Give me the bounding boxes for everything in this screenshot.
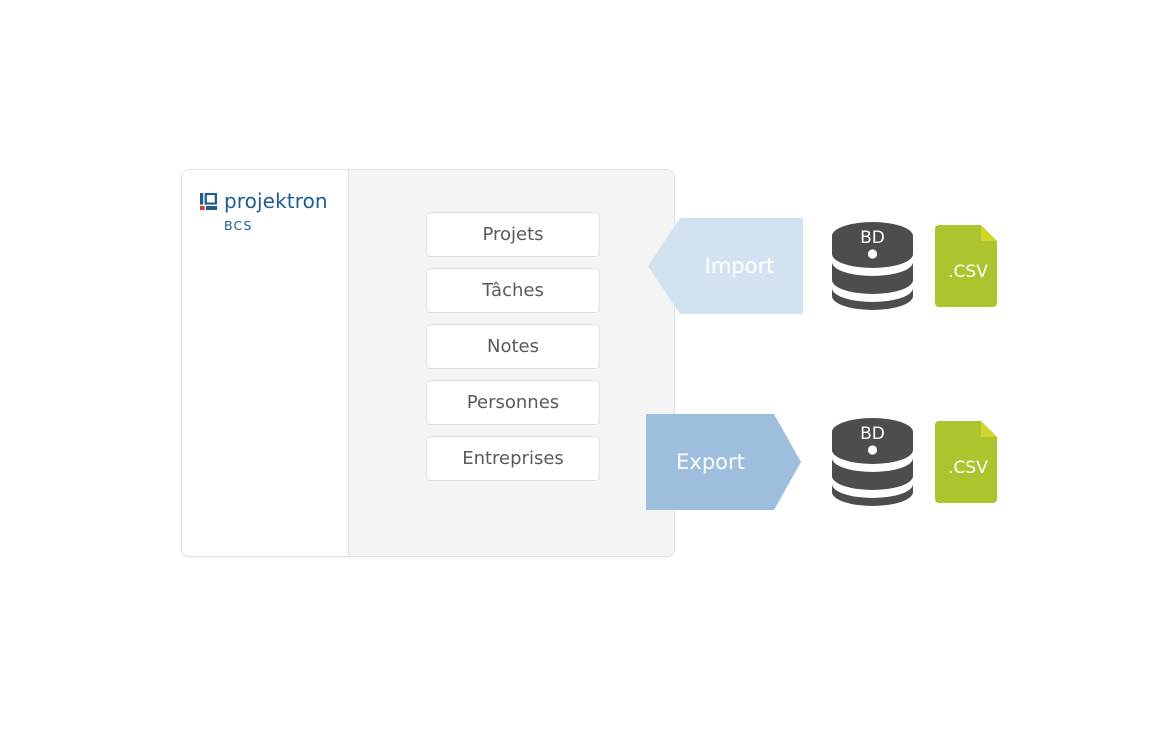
- database-icon: BD: [832, 222, 913, 310]
- csv-file-label: .CSV: [948, 262, 988, 282]
- application-sidebar: projektron BCS: [182, 170, 349, 556]
- brand: projektron BCS: [200, 191, 328, 233]
- entity-button-entreprises[interactable]: Entreprises: [426, 436, 600, 481]
- entity-button-personnes[interactable]: Personnes: [426, 380, 600, 425]
- export-arrow[interactable]: Export: [646, 414, 801, 510]
- brand-row: projektron: [200, 191, 328, 211]
- brand-subtitle: BCS: [224, 218, 253, 233]
- import-arrow-label: Import: [704, 254, 775, 278]
- database-label: BD: [860, 424, 885, 444]
- application-content: Projets Tâches Notes Personnes Entrepris…: [349, 170, 674, 556]
- csv-file-label: .CSV: [948, 458, 988, 478]
- entity-button-taches[interactable]: Tâches: [426, 268, 600, 313]
- application-panel: projektron BCS Projets Tâches Notes Pers…: [181, 169, 675, 557]
- entity-list: Projets Tâches Notes Personnes Entrepris…: [426, 212, 600, 481]
- export-flow-row: Export BD .CSV: [646, 414, 997, 510]
- brand-name: projektron: [224, 189, 328, 213]
- import-flow-row: Import BD .CSV: [648, 218, 997, 314]
- csv-file-icon: .CSV: [935, 225, 997, 307]
- database-icon: BD: [832, 418, 913, 506]
- export-arrow-label: Export: [676, 450, 745, 474]
- projektron-logo-icon: [200, 192, 217, 210]
- import-arrow[interactable]: Import: [648, 218, 803, 314]
- entity-button-notes[interactable]: Notes: [426, 324, 600, 369]
- database-label: BD: [860, 228, 885, 248]
- csv-file-icon: .CSV: [935, 421, 997, 503]
- entity-button-projets[interactable]: Projets: [426, 212, 600, 257]
